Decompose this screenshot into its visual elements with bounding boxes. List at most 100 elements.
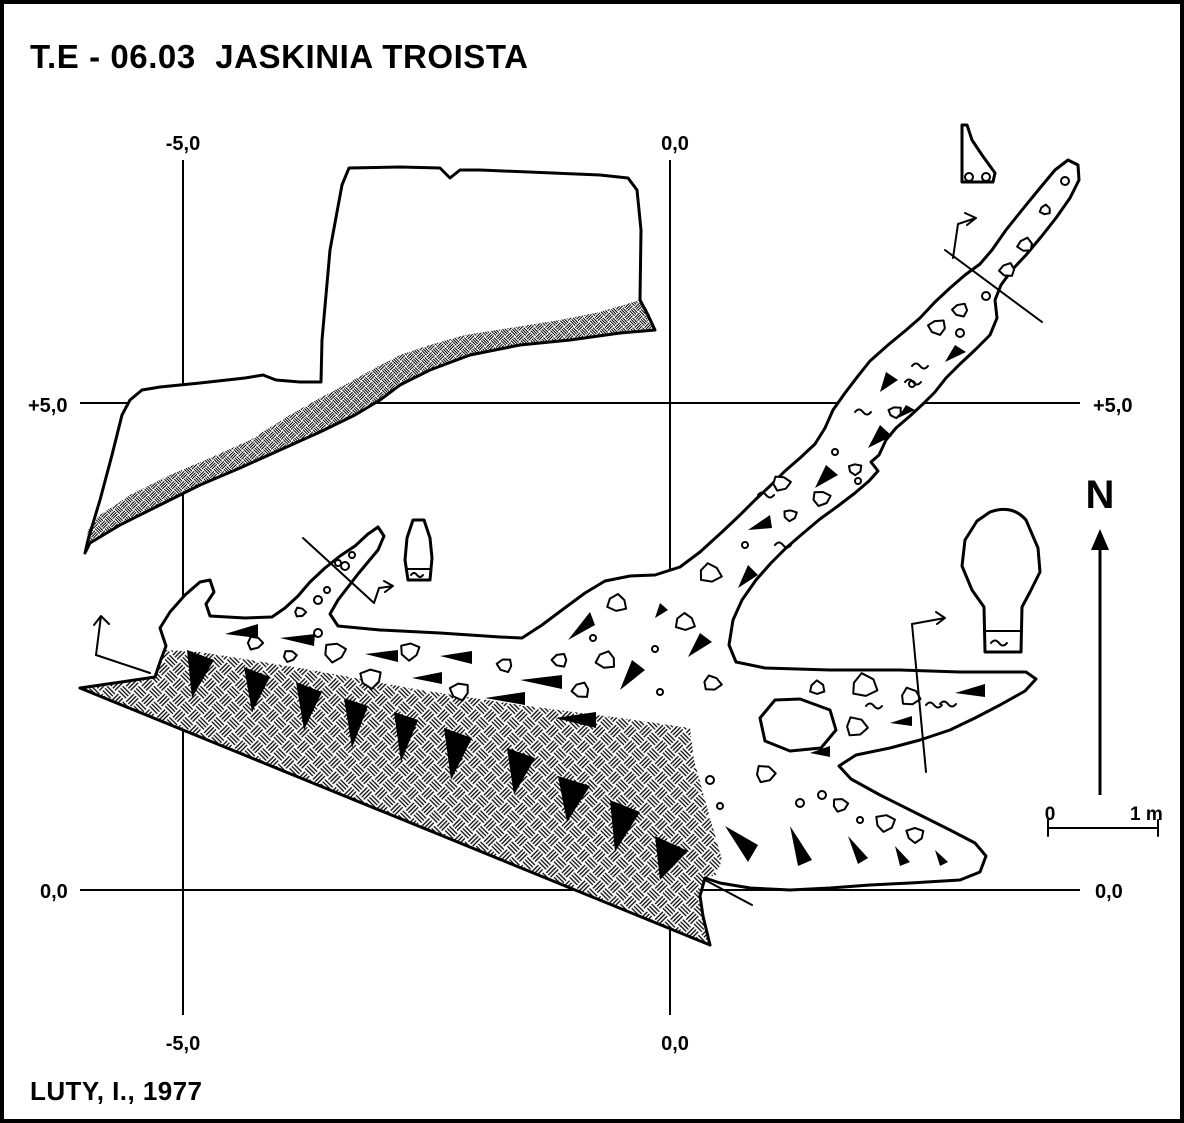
section-markers <box>93 212 1043 906</box>
rock-block <box>594 650 615 669</box>
rock-block <box>927 319 946 336</box>
plan-drip-line <box>78 686 712 947</box>
slope-wedge <box>868 425 892 448</box>
pebble <box>340 561 350 571</box>
slope-wedge <box>898 405 915 418</box>
rock-block <box>606 593 628 612</box>
pebble <box>589 634 597 642</box>
section-cut-line-south <box>704 879 753 906</box>
slope-wedge <box>748 515 772 530</box>
slope-wedge <box>848 836 868 864</box>
pebble <box>955 328 965 338</box>
rock-block <box>905 827 925 844</box>
map-title: T.E - 06.03 JASKINIA TROISTA <box>30 38 528 75</box>
large-boulder <box>758 697 838 753</box>
rock-block <box>674 612 696 631</box>
pebble <box>795 798 805 808</box>
rock-block <box>1016 236 1033 252</box>
rock-block <box>875 814 896 833</box>
section-cut-line-ne <box>944 249 1043 323</box>
clay-symbol <box>904 378 922 386</box>
section-cut-line-nw <box>302 537 375 604</box>
slope-wedge <box>558 776 590 822</box>
grid-label-bottom-x-minus5: -5,0 <box>166 1033 200 1055</box>
rock-block <box>550 653 568 668</box>
pebble <box>817 790 827 800</box>
rock-block <box>832 798 850 813</box>
slope-wedge <box>280 634 315 646</box>
rock-block <box>951 302 969 318</box>
clay-symbol <box>925 701 943 709</box>
grid-label-top-x-zero: 0,0 <box>661 133 689 155</box>
slope-wedge <box>790 826 812 866</box>
scale-bar: 0 1 m <box>1045 804 1163 837</box>
pebble <box>741 541 749 549</box>
clay-symbol <box>774 541 792 549</box>
rock-block <box>324 642 347 664</box>
slope-wedge <box>955 684 985 697</box>
clay-symbol <box>854 408 872 416</box>
rock-block <box>812 491 832 507</box>
rock-block <box>846 716 869 737</box>
scale-bar-line <box>1047 819 1159 837</box>
slope-wedge <box>725 826 758 862</box>
slope-wedge <box>810 746 830 757</box>
slope-wedge <box>344 698 368 748</box>
rock-block <box>283 650 298 663</box>
cross-section-nw-clay-symbol <box>410 572 424 578</box>
grid-label-bottom-x-zero: 0,0 <box>661 1033 689 1055</box>
rock-block <box>852 672 879 697</box>
rock-block <box>400 642 421 662</box>
pebble <box>981 291 991 301</box>
pebble <box>323 586 331 594</box>
plan-breakdown-hatch <box>80 650 722 945</box>
pebble <box>651 645 659 653</box>
north-arrow-head <box>1091 529 1109 550</box>
cross-section-ne-pebble <box>964 172 974 182</box>
slope-wedge <box>296 682 322 730</box>
plan-symbols <box>187 176 1070 880</box>
slope-wedge <box>225 624 258 638</box>
cross-section-east <box>960 507 1042 654</box>
rock-block <box>772 475 792 492</box>
pebble <box>334 559 342 567</box>
slope-wedge <box>815 465 838 488</box>
rock-block <box>294 606 308 618</box>
rock-block <box>756 765 777 784</box>
grid-labels: -5,0 0,0 +5,0 +5,0 0,0 0,0 -5,0 0,0 <box>28 133 1132 1055</box>
slope-wedge <box>935 850 948 866</box>
pebble <box>656 688 664 696</box>
cross-sections <box>403 123 1042 654</box>
slope-wedge <box>568 612 595 640</box>
slope-wedge <box>610 800 640 852</box>
pebble <box>856 816 864 824</box>
slope-wedge <box>945 345 966 362</box>
clay-symbol <box>757 491 775 499</box>
grid-label-right-y-zero: 0,0 <box>1095 881 1123 903</box>
clay-symbol <box>939 700 957 708</box>
section-direction-arrow-entrance <box>93 615 110 656</box>
pebble <box>705 775 715 785</box>
pebble <box>313 595 323 605</box>
pebble <box>313 628 323 638</box>
rock-block <box>359 668 382 690</box>
slope-wedge <box>365 650 398 662</box>
grid-label-left-y-zero: 0,0 <box>40 881 68 903</box>
slope-wedge <box>620 660 645 690</box>
rock-block <box>887 406 902 420</box>
grid-label-left-y-plus5: +5,0 <box>28 395 67 417</box>
rock-block <box>1038 203 1051 216</box>
rock-block <box>783 509 798 523</box>
section-direction-arrow-ne <box>952 212 977 259</box>
slope-wedge <box>738 565 758 588</box>
slope-wedge <box>688 633 712 657</box>
slope-wedge <box>485 692 525 705</box>
map-credit: LUTY, I., 1977 <box>30 1076 202 1106</box>
slope-wedge <box>880 372 898 392</box>
rock-block <box>570 681 590 698</box>
scale-bar-start-label: 0 <box>1045 804 1056 825</box>
slope-wedge <box>655 836 688 880</box>
scale-bar-end-label: 1 m <box>1130 804 1163 825</box>
